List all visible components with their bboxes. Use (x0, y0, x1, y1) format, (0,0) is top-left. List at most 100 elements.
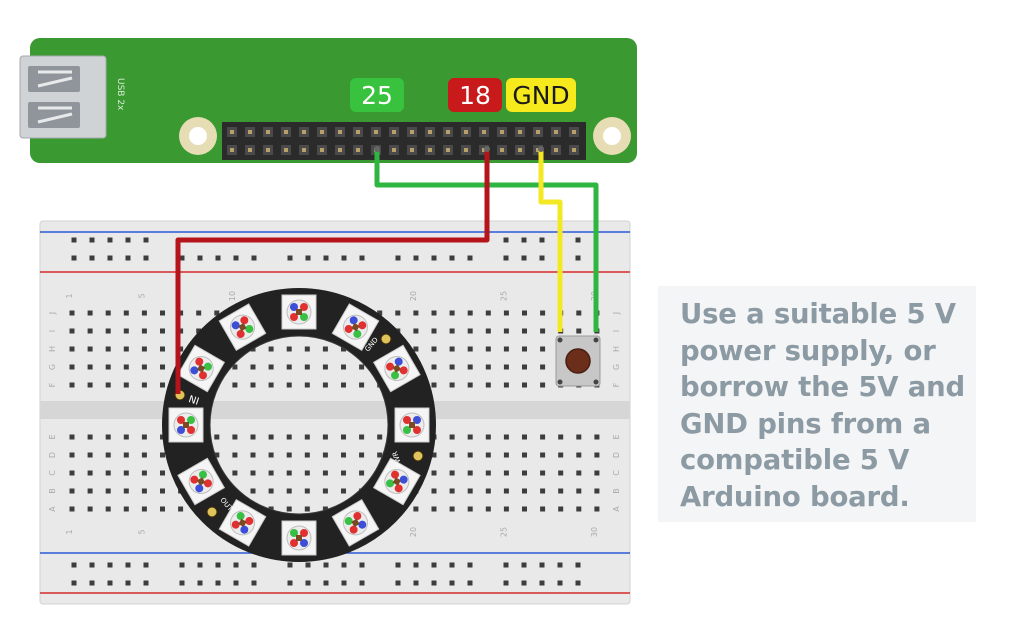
breadboard-hole (594, 434, 600, 440)
breadboard-hole (197, 562, 203, 568)
breadboard-hole (449, 562, 455, 568)
breadboard-hole (540, 452, 546, 458)
breadboard-hole (322, 488, 328, 494)
svg-text:25: 25 (361, 81, 393, 110)
breadboard-hole (250, 488, 256, 494)
row-letter: G (612, 364, 621, 370)
breadboard-hole (449, 346, 455, 352)
column-number: 25 (499, 527, 508, 537)
breadboard-hole (503, 580, 509, 586)
breadboard-hole (540, 506, 546, 512)
breadboard-hole (160, 328, 165, 334)
breadboard-hole (87, 364, 93, 370)
breadboard-hole (107, 562, 113, 568)
column-number: 30 (590, 527, 599, 537)
usb-label: USB 2x (115, 78, 125, 111)
column-number: 25 (499, 291, 508, 301)
breadboard-hole (413, 562, 419, 568)
breadboard-hole (467, 310, 473, 316)
breadboard-hole (377, 434, 383, 440)
breadboard-hole (304, 488, 310, 494)
neopixel-led (218, 303, 267, 352)
breadboard-hole (304, 346, 310, 352)
neopixel-led (177, 457, 226, 506)
row-letter: G (48, 364, 57, 370)
breadboard-hole (123, 382, 129, 388)
row-letter: C (612, 470, 621, 476)
neopixel-led (331, 498, 380, 547)
neopixel-led (372, 457, 421, 506)
breadboard-hole (286, 434, 292, 440)
breadboard-hole (141, 382, 147, 388)
breadboard-hole (214, 452, 220, 458)
row-letter: I (612, 330, 621, 332)
pin-label-gnd: GND (506, 78, 576, 112)
breadboard-hole (268, 470, 274, 476)
breadboard-hole (160, 364, 165, 370)
breadboard-hole (359, 452, 365, 458)
breadboard-hole (214, 310, 220, 316)
breadboard-hole (449, 470, 455, 476)
row-letter: J (48, 312, 57, 315)
breadboard-hole (123, 488, 129, 494)
breadboard-hole (341, 434, 346, 440)
breadboard-hole (395, 562, 401, 568)
breadboard-hole (105, 346, 111, 352)
breadboard-hole (71, 255, 77, 261)
ring-label-in: IN (188, 392, 201, 406)
note-line: compatible 5 V (680, 444, 910, 476)
breadboard-hole (143, 580, 149, 586)
breadboard-hole (179, 255, 185, 261)
row-letter: J (612, 312, 621, 315)
breadboard-hole (197, 580, 203, 586)
breadboard-hole (521, 580, 527, 586)
breadboard-hole (304, 470, 310, 476)
breadboard-hole (558, 434, 564, 440)
breadboard-hole (160, 310, 165, 316)
breadboard-hole (232, 382, 238, 388)
breadboard-hole (105, 506, 111, 512)
pin-label-25: 25 (350, 78, 404, 112)
breadboard-hole (341, 255, 347, 261)
breadboard-hole (431, 346, 437, 352)
breadboard-hole (322, 470, 328, 476)
breadboard-hole (522, 346, 527, 352)
breadboard-hole (232, 364, 238, 370)
breadboard-hole (286, 364, 292, 370)
breadboard-hole (558, 488, 564, 494)
row-letter: E (48, 434, 57, 439)
breadboard-hole (105, 382, 111, 388)
breadboard-hole (521, 562, 527, 568)
breadboard-hole (449, 382, 455, 388)
breadboard: 115510101515202025253030JJIIHHGGFFEEDDCC… (39, 220, 631, 605)
pad-gnd (380, 333, 392, 345)
breadboard-hole (141, 506, 147, 512)
breadboard-hole (503, 452, 509, 458)
breadboard-hole (107, 237, 113, 243)
breadboard-hole (304, 434, 310, 440)
breadboard-hole (87, 488, 93, 494)
breadboard-hole (503, 237, 509, 243)
breadboard-hole (576, 310, 582, 316)
neopixel-led (394, 407, 430, 443)
breadboard-hole (431, 364, 437, 370)
breadboard-hole (322, 506, 328, 512)
breadboard-hole (431, 488, 437, 494)
neopixel-led (372, 344, 421, 393)
svg-text:18: 18 (459, 81, 491, 110)
breadboard-hole (395, 255, 401, 261)
breadboard-hole (178, 310, 184, 316)
row-letter: I (48, 330, 57, 332)
row-letter: C (48, 470, 57, 476)
breadboard-hole (287, 580, 293, 586)
breadboard-hole (141, 346, 147, 352)
breadboard-hole (87, 506, 93, 512)
breadboard-hole (341, 488, 346, 494)
breadboard-hole (485, 470, 491, 476)
breadboard-hole (71, 580, 77, 586)
breadboard-hole (431, 310, 437, 316)
breadboard-hole (105, 488, 111, 494)
breadboard-hole (323, 255, 329, 261)
breadboard-hole (160, 506, 165, 512)
usb-port (19, 55, 107, 139)
